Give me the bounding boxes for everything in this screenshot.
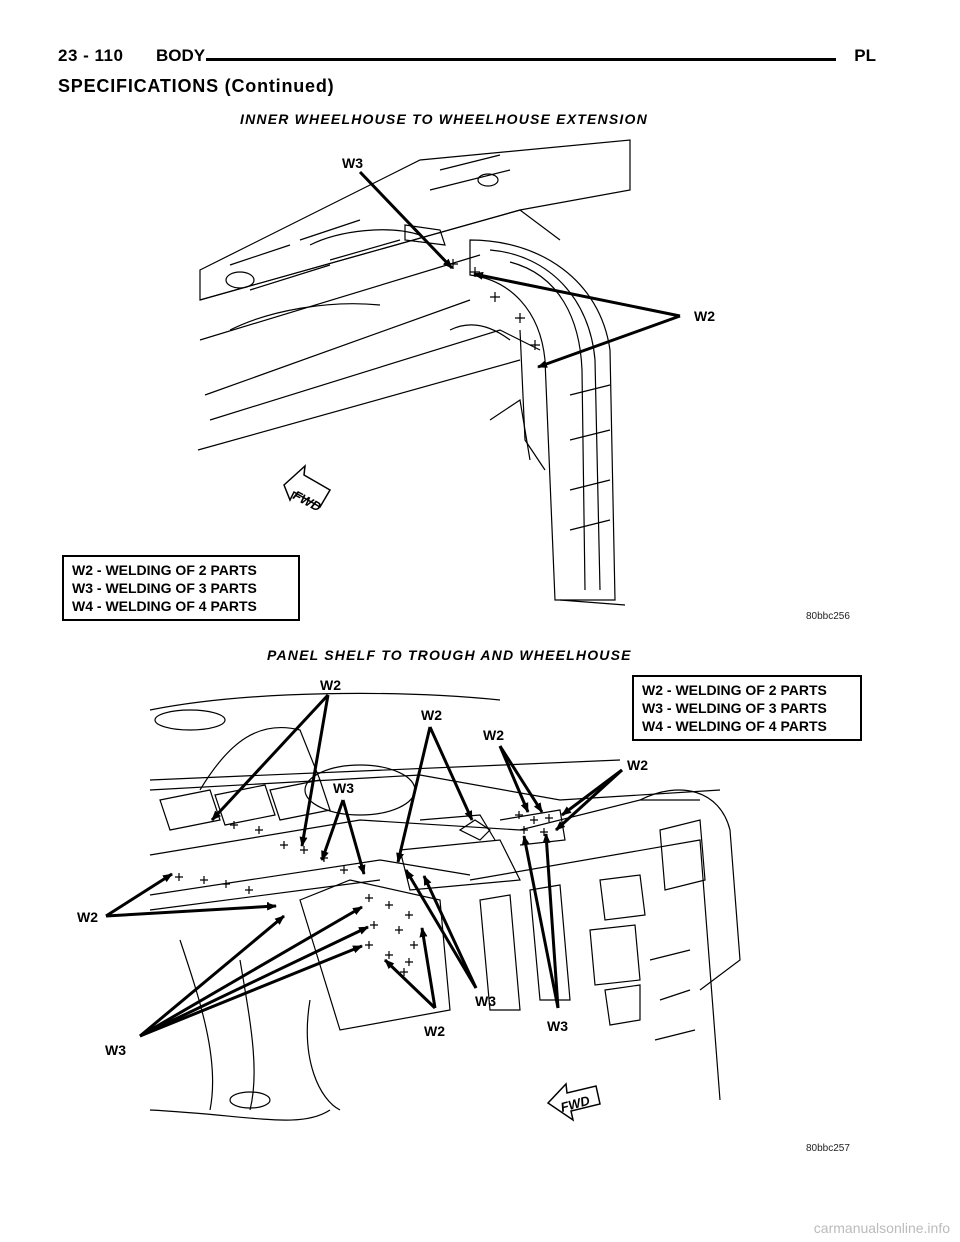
section-name: BODY xyxy=(156,46,206,65)
watermark: carmanualsonline.info xyxy=(813,1220,950,1236)
figure2-callout-w2-top: W2 xyxy=(320,677,341,693)
figure2-callout-w3-top: W3 xyxy=(333,780,354,796)
figure2-drawing: FWD W2 W2 W2 W2 W3 W2 W3 W2 W3 W3 xyxy=(77,677,741,1122)
legend-item-w4: W4 - WELDING OF 4 PARTS xyxy=(642,718,827,734)
figure1-fwd-label: FWD xyxy=(291,487,325,514)
figure1-drawing: FWD W3 W2 xyxy=(197,139,715,606)
figure2-title: PANEL SHELF TO TROUGH AND WHEELHOUSE xyxy=(267,647,632,663)
header-rule xyxy=(206,58,836,61)
legend-item-w2: W2 - WELDING OF 2 PARTS xyxy=(642,682,827,698)
figure2-code: 80bbc257 xyxy=(806,1143,850,1154)
figure2-callout-w2-mid: W2 xyxy=(421,707,442,723)
figure1-callout-w2: W2 xyxy=(694,308,715,324)
section-title: SPECIFICATIONS (Continued) xyxy=(58,76,335,96)
legend-item-w2: W2 - WELDING OF 2 PARTS xyxy=(72,562,257,578)
figure2-fwd-label: FWD xyxy=(559,1093,592,1115)
figure1-code: 80bbc256 xyxy=(806,611,850,622)
vehicle-code: PL xyxy=(854,46,876,65)
figure2-callout-w2-left: W2 xyxy=(77,909,98,925)
figure2-callout-w2-far-right: W2 xyxy=(627,757,648,773)
legend-item-w3: W3 - WELDING OF 3 PARTS xyxy=(642,700,827,716)
figure1-callout-w3: W3 xyxy=(342,155,363,171)
figure2-callout-w3-left: W3 xyxy=(105,1042,126,1058)
legend-item-w3: W3 - WELDING OF 3 PARTS xyxy=(72,580,257,596)
figure1-title: INNER WHEELHOUSE TO WHEELHOUSE EXTENSION xyxy=(240,111,648,127)
legend-item-w4: W4 - WELDING OF 4 PARTS xyxy=(72,598,257,614)
figure2-callout-w3-mid: W3 xyxy=(475,993,496,1009)
figure2-callout-w3-bottom: W3 xyxy=(547,1018,568,1034)
figure2-callout-w2-bottom: W2 xyxy=(424,1023,445,1039)
page-header: 23 - 110 BODY PL xyxy=(58,42,876,76)
figure2-callout-w2-right: W2 xyxy=(483,727,504,743)
page-number: 23 - 110 xyxy=(58,46,124,65)
figure1-legend: W2 - WELDING OF 2 PARTS W3 - WELDING OF … xyxy=(62,555,300,621)
figure2-legend: W2 - WELDING OF 2 PARTS W3 - WELDING OF … xyxy=(632,675,862,741)
